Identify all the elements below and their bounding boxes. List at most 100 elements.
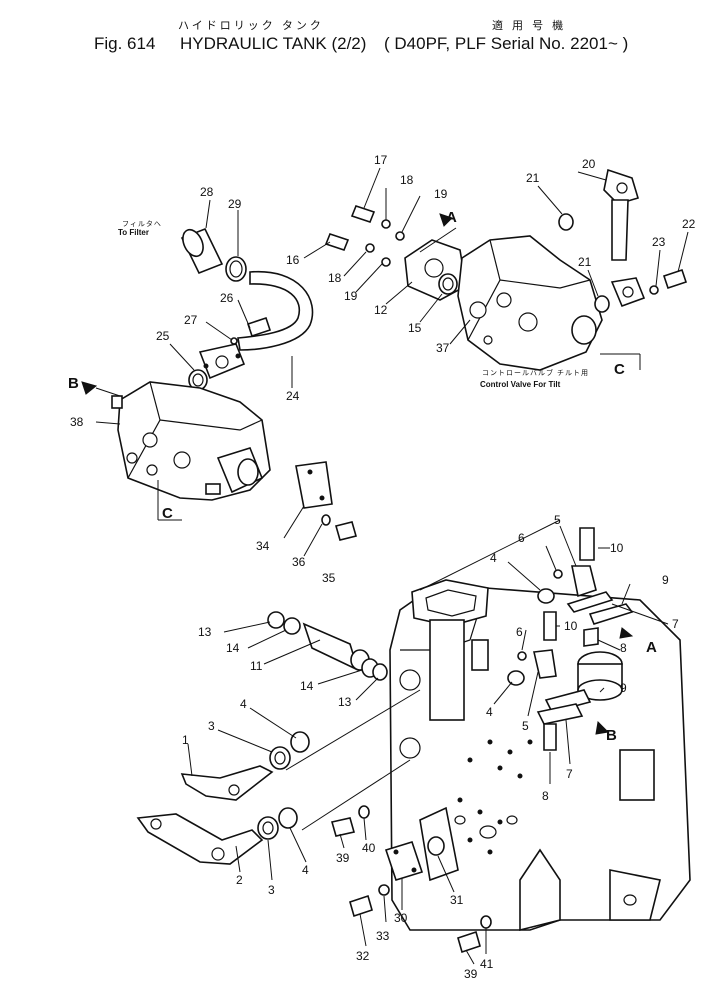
o-ring-29 — [225, 256, 247, 282]
arrow-label-c-left: C — [162, 505, 173, 522]
callout-5-upper: 5 — [554, 513, 561, 527]
bolt-8b — [543, 723, 557, 751]
callout-27: 27 — [184, 313, 198, 327]
callout-26: 26 — [220, 291, 234, 305]
lever-2 — [136, 813, 264, 865]
figure-title: HYDRAULIC TANK (2/2) — [180, 34, 367, 53]
callout-31: 31 — [450, 893, 464, 907]
callout-10-upper: 10 — [610, 541, 624, 555]
callout-6-upper: 6 — [518, 531, 525, 545]
callout-8-upper: 8 — [620, 641, 627, 655]
bolt-22 — [662, 268, 688, 290]
o-ring-13b — [372, 663, 388, 681]
tilt-pipe-11-group — [267, 611, 388, 681]
washer-19b — [381, 257, 391, 267]
bushing-4b — [507, 670, 525, 686]
callout-38: 38 — [70, 415, 84, 429]
ring-14a — [283, 617, 301, 635]
callout-25: 25 — [156, 329, 170, 343]
washer-19a — [395, 231, 405, 241]
arrow-b2-head — [595, 720, 610, 735]
bolt-8a — [583, 627, 599, 647]
tank-bolt-holes — [454, 739, 533, 855]
tank-flange-top — [411, 579, 489, 627]
arrow-label-c-right: C — [614, 361, 625, 378]
callout-11: 11 — [250, 659, 263, 673]
callout-4-shaft-lower: 4 — [302, 863, 309, 877]
callout-10-lower: 10 — [564, 619, 578, 633]
callout-17: 17 — [374, 153, 388, 167]
bolt-26 — [246, 316, 272, 338]
nut-6b — [517, 651, 527, 661]
arrow-a2-head — [619, 627, 634, 639]
callout-6-lower: 6 — [516, 625, 523, 639]
callout-4-upper: 4 — [490, 551, 497, 565]
applicable-models: ( D40PF, PLF Serial No. 2201~ ) — [384, 34, 629, 53]
callout-30: 30 — [394, 911, 408, 925]
callout-2: 2 — [236, 873, 243, 887]
arrow-label-b-left: B — [68, 375, 79, 392]
callout-16: 16 — [286, 253, 300, 267]
arrow-b1-head — [81, 381, 98, 395]
note-filter-japanese: フィルタへ — [122, 221, 162, 228]
plate-9b — [536, 703, 584, 725]
pipe-11 — [302, 622, 360, 672]
callout-9-lower: 9 — [620, 681, 627, 695]
callout-28: 28 — [200, 185, 214, 199]
callout-15: 15 — [408, 321, 422, 335]
callout-18-upper: 18 — [400, 173, 414, 187]
bolt-32 — [349, 894, 373, 918]
note-control-valve: Control Valve For Tilt — [480, 380, 561, 389]
callout-4-lower: 4 — [486, 705, 493, 719]
callout-33: 33 — [376, 929, 390, 943]
washer-18b — [365, 243, 375, 253]
callout-19-upper: 19 — [434, 187, 448, 201]
o-ring-21a — [558, 213, 574, 231]
bushing-4c — [290, 731, 310, 753]
clamp-5a — [571, 565, 597, 598]
washer-36 — [321, 514, 331, 526]
callout-14-upper: 14 — [226, 641, 240, 655]
arrow-letters: A A B B C C — [68, 209, 657, 744]
callout-21-lower: 21 — [578, 255, 592, 269]
clamp-5b — [533, 649, 557, 679]
arrow-a1-head — [439, 213, 453, 227]
washer-41 — [480, 915, 492, 929]
callout-23: 23 — [652, 235, 666, 249]
washer-33 — [378, 884, 390, 896]
shaft-lever-assembly — [136, 731, 310, 865]
hydraulic-tank — [389, 527, 691, 932]
callout-13-lower: 13 — [338, 695, 352, 709]
callout-7-upper: 7 — [672, 617, 679, 631]
lever-1 — [180, 765, 274, 801]
arrow-label-a-lower: A — [646, 639, 657, 656]
callout-34: 34 — [256, 539, 270, 553]
callout-3-upper: 3 — [208, 719, 215, 733]
figure-number: Fig. 614 — [94, 34, 156, 53]
bolt-39a — [330, 817, 356, 837]
left-control-valve — [111, 381, 357, 541]
nut-6a — [553, 569, 563, 579]
callout-29: 29 — [228, 197, 242, 211]
o-ring-31 — [427, 836, 445, 856]
cover-34 — [295, 461, 333, 509]
callout-14-lower: 14 — [300, 679, 314, 693]
callout-9-upper: 9 — [662, 573, 669, 587]
bolt-16 — [324, 233, 350, 251]
callout-13-upper: 13 — [198, 625, 212, 639]
washer-27 — [230, 337, 238, 345]
callout-37: 37 — [436, 341, 450, 355]
note-to-filter: To Filter — [118, 228, 149, 237]
callout-3-lower: 3 — [268, 883, 275, 897]
arrow-label-b-right: B — [606, 727, 617, 744]
bolt-17 — [350, 205, 376, 223]
callout-1: 1 — [182, 733, 189, 747]
o-ring-13a — [267, 611, 285, 629]
bushing-4a — [537, 588, 555, 604]
flow-arrows — [81, 213, 634, 735]
callout-18-lower: 18 — [328, 271, 342, 285]
tilt-control-valve — [324, 168, 688, 371]
callout-32: 32 — [356, 949, 370, 963]
